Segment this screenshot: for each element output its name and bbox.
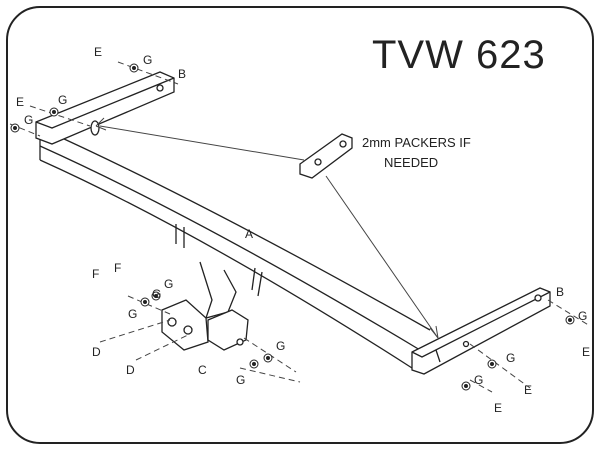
centre-bracket-c: [161, 261, 249, 351]
label-b-right: B: [556, 285, 564, 299]
label-g-9: G: [578, 309, 587, 323]
crossbar-a: [39, 127, 431, 369]
label-e-1: E: [94, 45, 102, 59]
label-e-3: E: [582, 345, 590, 359]
right-bracket-b: [411, 287, 551, 375]
label-b-left: B: [178, 67, 186, 81]
label-g-6: G: [128, 307, 137, 321]
label-g-3: G: [24, 113, 33, 127]
label-g-8: G: [236, 373, 245, 387]
label-e-2: E: [16, 95, 24, 109]
drawing-border: [6, 6, 594, 444]
label-g-7: G: [276, 339, 285, 353]
label-g-5: G: [152, 287, 161, 301]
label-g-1: G: [143, 53, 152, 67]
label-g-4: G: [164, 277, 173, 291]
left-bracket-b: [35, 71, 175, 145]
packer-note-line2: NEEDED: [384, 155, 438, 170]
label-d-2: D: [126, 363, 135, 377]
label-a: A: [245, 227, 253, 241]
drawing-title: TVW 623: [372, 33, 546, 77]
packer-pointers: [95, 117, 439, 339]
label-e-4: E: [524, 383, 532, 397]
packer-note-line1: 2mm PACKERS IF: [362, 135, 471, 150]
label-e-5: E: [494, 401, 502, 415]
part-labels: A B B C D D E E E E E F F G G G G G G G …: [16, 45, 590, 415]
label-g-2: G: [58, 93, 67, 107]
label-c: C: [198, 363, 207, 377]
label-g-10: G: [506, 351, 515, 365]
washers-g: [10, 63, 575, 391]
label-d-1: D: [92, 345, 101, 359]
label-f-2: F: [114, 261, 121, 275]
label-f-1: F: [92, 267, 99, 281]
packer-plate: [299, 133, 353, 179]
label-g-11: G: [474, 373, 483, 387]
